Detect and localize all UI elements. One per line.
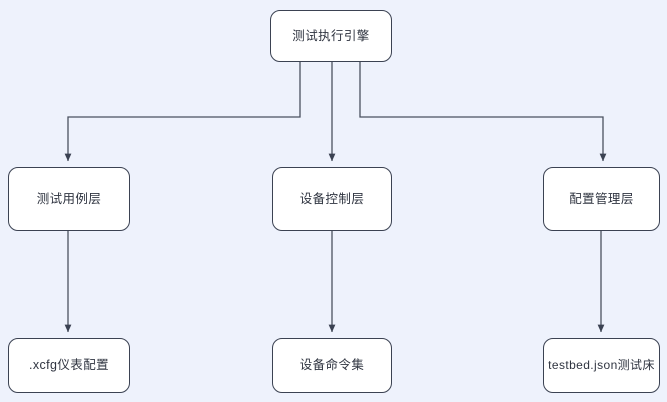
node-label-test-execution-engine: 测试执行引擎 bbox=[292, 28, 370, 43]
node-label-testcase-layer: 测试用例层 bbox=[36, 191, 102, 206]
node-device-command-set[interactable]: 设备命令集 bbox=[272, 338, 392, 393]
node-config-manage-layer[interactable]: 配置管理层 bbox=[543, 167, 660, 231]
edge-root-to-config-manage-layer bbox=[359, 62, 607, 162]
node-testcase-layer[interactable]: 测试用例层 bbox=[8, 167, 130, 231]
node-label-testbed-json-testbed: testbed.json测试床 bbox=[548, 357, 655, 372]
node-label-device-control-layer: 设备控制层 bbox=[299, 191, 365, 206]
node-device-control-layer[interactable]: 设备控制层 bbox=[272, 167, 392, 231]
node-xcfg-instrument-config[interactable]: .xcfg仪表配置 bbox=[8, 338, 130, 393]
node-label-device-command-set: 设备命令集 bbox=[299, 358, 365, 373]
edge-root-to-testcase-layer bbox=[64, 62, 301, 162]
node-testbed-json-testbed[interactable]: testbed.json测试床 bbox=[543, 338, 660, 393]
node-test-execution-engine[interactable]: 测试执行引擎 bbox=[270, 10, 392, 62]
node-label-xcfg-instrument-config: .xcfg仪表配置 bbox=[29, 358, 109, 373]
node-label-config-manage-layer: 配置管理层 bbox=[569, 191, 634, 206]
